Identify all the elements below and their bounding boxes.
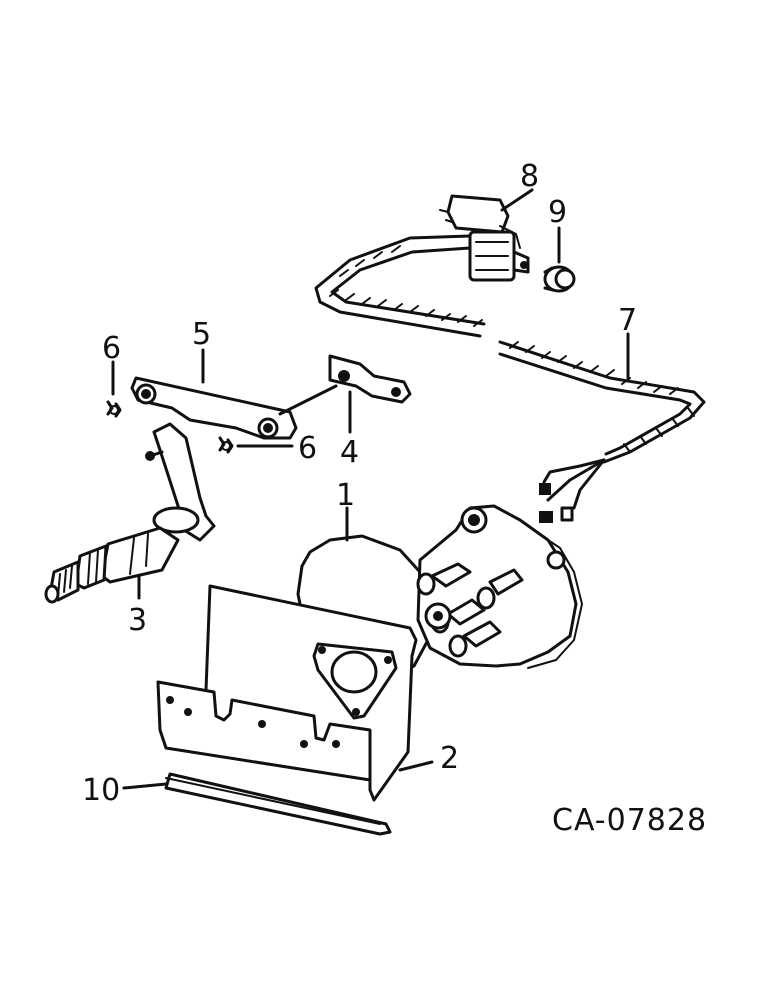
- switch-part: [439, 194, 530, 282]
- callout-6-lower: 6: [298, 431, 317, 466]
- strip-part: [164, 772, 392, 836]
- nut-part-b: [218, 436, 234, 454]
- callout-4: 4: [340, 435, 359, 470]
- motor-bracket-part: [156, 584, 418, 802]
- callout-8: 8: [520, 159, 539, 194]
- knob-part: [543, 265, 576, 293]
- callout-1: 1: [336, 478, 355, 513]
- reference-code: CA-07828: [552, 803, 707, 838]
- callout-2: 2: [440, 741, 459, 776]
- callout-7: 7: [618, 303, 637, 338]
- linkage-shaft-part: [44, 422, 216, 604]
- wiring-harness-part: [314, 234, 706, 523]
- callout-6-upper: 6: [102, 331, 121, 366]
- nut-part-a: [106, 400, 122, 418]
- callout-5: 5: [192, 317, 211, 352]
- callout-10: 10: [82, 773, 120, 808]
- callout-3: 3: [128, 603, 147, 638]
- callout-9: 9: [548, 195, 567, 230]
- mounting-bracket-part: [278, 354, 412, 416]
- leader-lines: [111, 188, 630, 790]
- bracket-plate-part: [130, 376, 298, 440]
